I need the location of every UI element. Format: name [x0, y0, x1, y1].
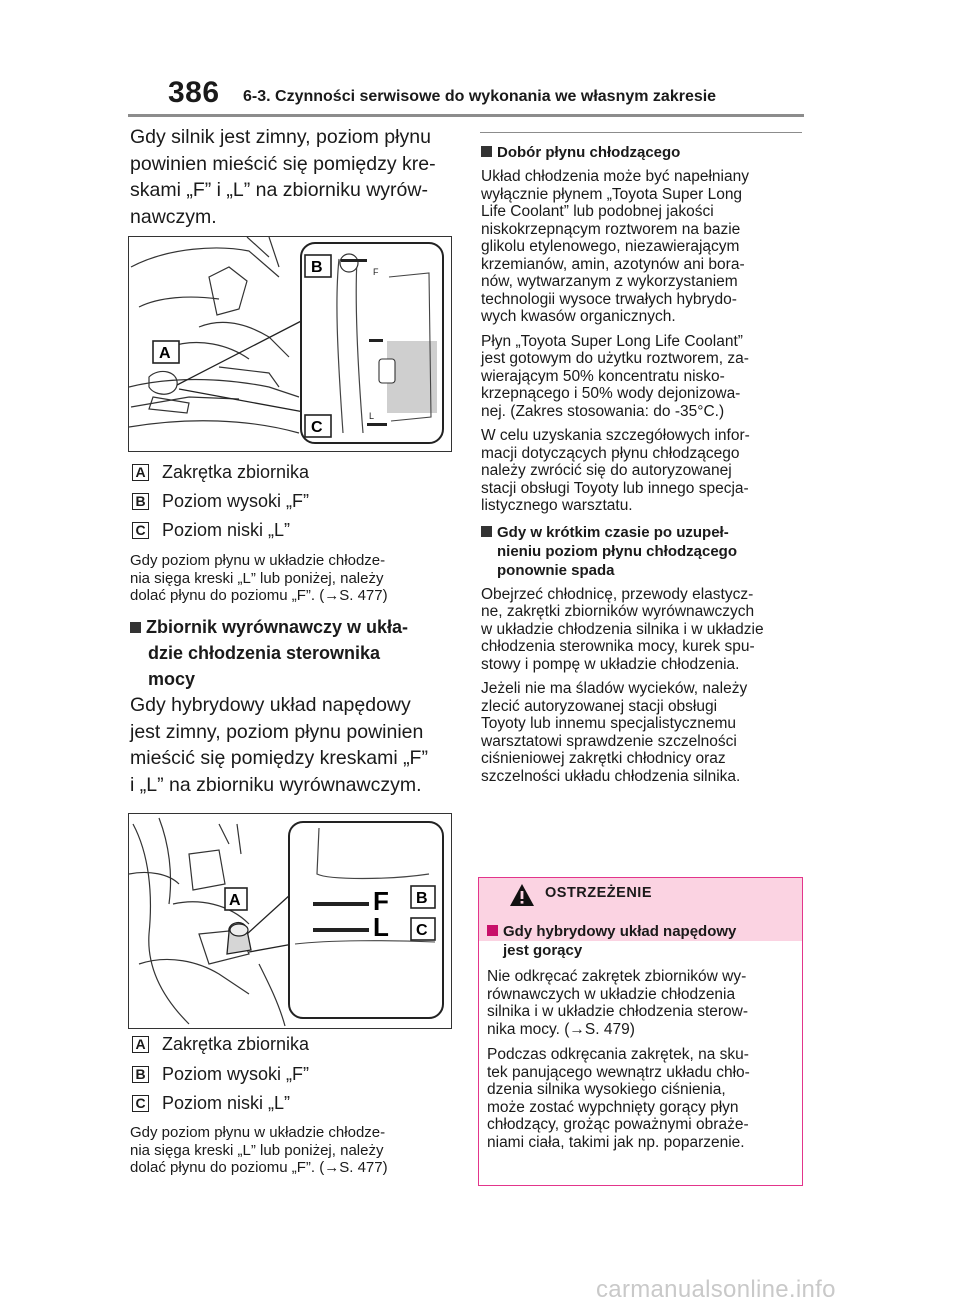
legend-item-b: B Poziom wysoki „F”: [132, 1064, 309, 1084]
page-number: 386: [168, 76, 220, 109]
coolant-mix-paragraph: Płyn „Toyota Super Long Life Coolant” je…: [481, 332, 749, 420]
warning-heading: Gdy hybrydowy układ napędowy jest gorący: [487, 922, 797, 960]
mark-f: F: [373, 886, 389, 916]
legend-key: A: [132, 463, 149, 481]
callout-b: B: [311, 259, 323, 276]
bullet-square-icon: [487, 925, 498, 936]
callout-c: C: [416, 922, 428, 939]
callout-c: C: [311, 419, 323, 436]
warning-triangle-icon: [510, 884, 534, 906]
dealer-info-paragraph: W celu uzyskania szczegółowych infor- ma…: [481, 427, 750, 514]
legend-text: Poziom niski „L”: [162, 1092, 291, 1113]
legend-item-c: C Poziom niski „L”: [132, 1093, 290, 1113]
legend-key: A: [132, 1035, 149, 1053]
section-header-title: 6-3. Czynności serwisowe do wykonania we…: [243, 88, 717, 105]
legend-text: Poziom niski „L”: [162, 519, 291, 540]
legend-text: Zakrętka zbiornika: [162, 1033, 310, 1054]
legend-text: Poziom wysoki „F”: [162, 1063, 310, 1084]
callout-b: B: [416, 890, 428, 907]
legend-key: C: [132, 521, 149, 539]
engine-reservoir-illustration: F L A B C: [128, 236, 444, 444]
legend-item-c: C Poziom niski „L”: [132, 520, 290, 540]
legend-text: Poziom wysoki „F”: [162, 490, 310, 511]
intro-paragraph: Gdy silnik jest zimny, poziom płynu powi…: [130, 126, 436, 228]
section-2-body: Gdy hybrydowy układ napędowy jest zimny,…: [130, 694, 428, 796]
inverter-reservoir-illustration: F L A B C: [128, 817, 444, 1027]
note-2: Gdy poziom płynu w układzie chłodze- nia…: [130, 1124, 388, 1176]
legend-key: B: [132, 492, 149, 510]
mark-f: F: [373, 267, 379, 277]
bullet-square-icon: [130, 622, 141, 633]
engine-reservoir-figure: F L A B C: [128, 236, 452, 452]
mark-l: L: [369, 411, 374, 421]
warning-content: Gdy hybrydowy układ napędowy jest gorący…: [487, 922, 797, 1151]
legend-text: Zakrętka zbiornika: [162, 461, 310, 482]
legend-key: B: [132, 1065, 149, 1083]
callout-a: A: [229, 892, 241, 909]
coolant-selection-paragraph: Układ chłodzenia może być napełniany wył…: [481, 168, 749, 325]
right-column: Dobór płynu chłodzącego Układ chłodzenia…: [481, 143, 803, 785]
callout-a: A: [159, 345, 171, 362]
warning-box: OSTRZEŻENIE Gdy hybrydowy układ napędowy…: [478, 877, 803, 1186]
mark-l: L: [373, 912, 389, 942]
warning-paragraph-2: Podczas odkręcania zakrętek, na sku- tek…: [487, 1046, 750, 1151]
right-column-rule: [480, 132, 802, 133]
warning-title: OSTRZEŻENIE: [545, 885, 653, 901]
watermark: carmanualsonline.info: [596, 1276, 836, 1303]
bullet-square-icon: [481, 146, 492, 157]
legend-key: C: [132, 1094, 149, 1112]
legend-item-b: B Poziom wysoki „F”: [132, 491, 309, 511]
heading-level-drops: Gdy w krótkim czasie po uzupeł- nieniu p…: [481, 523, 803, 580]
header-rule: [128, 114, 804, 117]
section-2-heading: Zbiornik wyrównawczy w ukła- dzie chłodz…: [130, 614, 408, 692]
inspection-paragraph: Obejrzeć chłodnicę, przewody elastycz- n…: [481, 585, 764, 673]
legend-item-a: A Zakrętka zbiornika: [132, 1034, 309, 1054]
heading-coolant-selection: Dobór płynu chłodzącego: [481, 143, 803, 162]
legend-item-a: A Zakrętka zbiornika: [132, 462, 309, 482]
note-1: Gdy poziom płynu w układzie chłodze- nia…: [130, 552, 388, 604]
pressure-test-paragraph: Jeżeli nie ma śladów wycieków, należy zl…: [481, 680, 748, 785]
warning-header: OSTRZEŻENIE: [479, 878, 802, 941]
warning-paragraph-1: Nie odkręcać zakrętek zbiorników wy- rów…: [487, 968, 749, 1038]
bullet-square-icon: [481, 525, 492, 537]
inverter-reservoir-figure: F L A B C: [128, 813, 452, 1029]
